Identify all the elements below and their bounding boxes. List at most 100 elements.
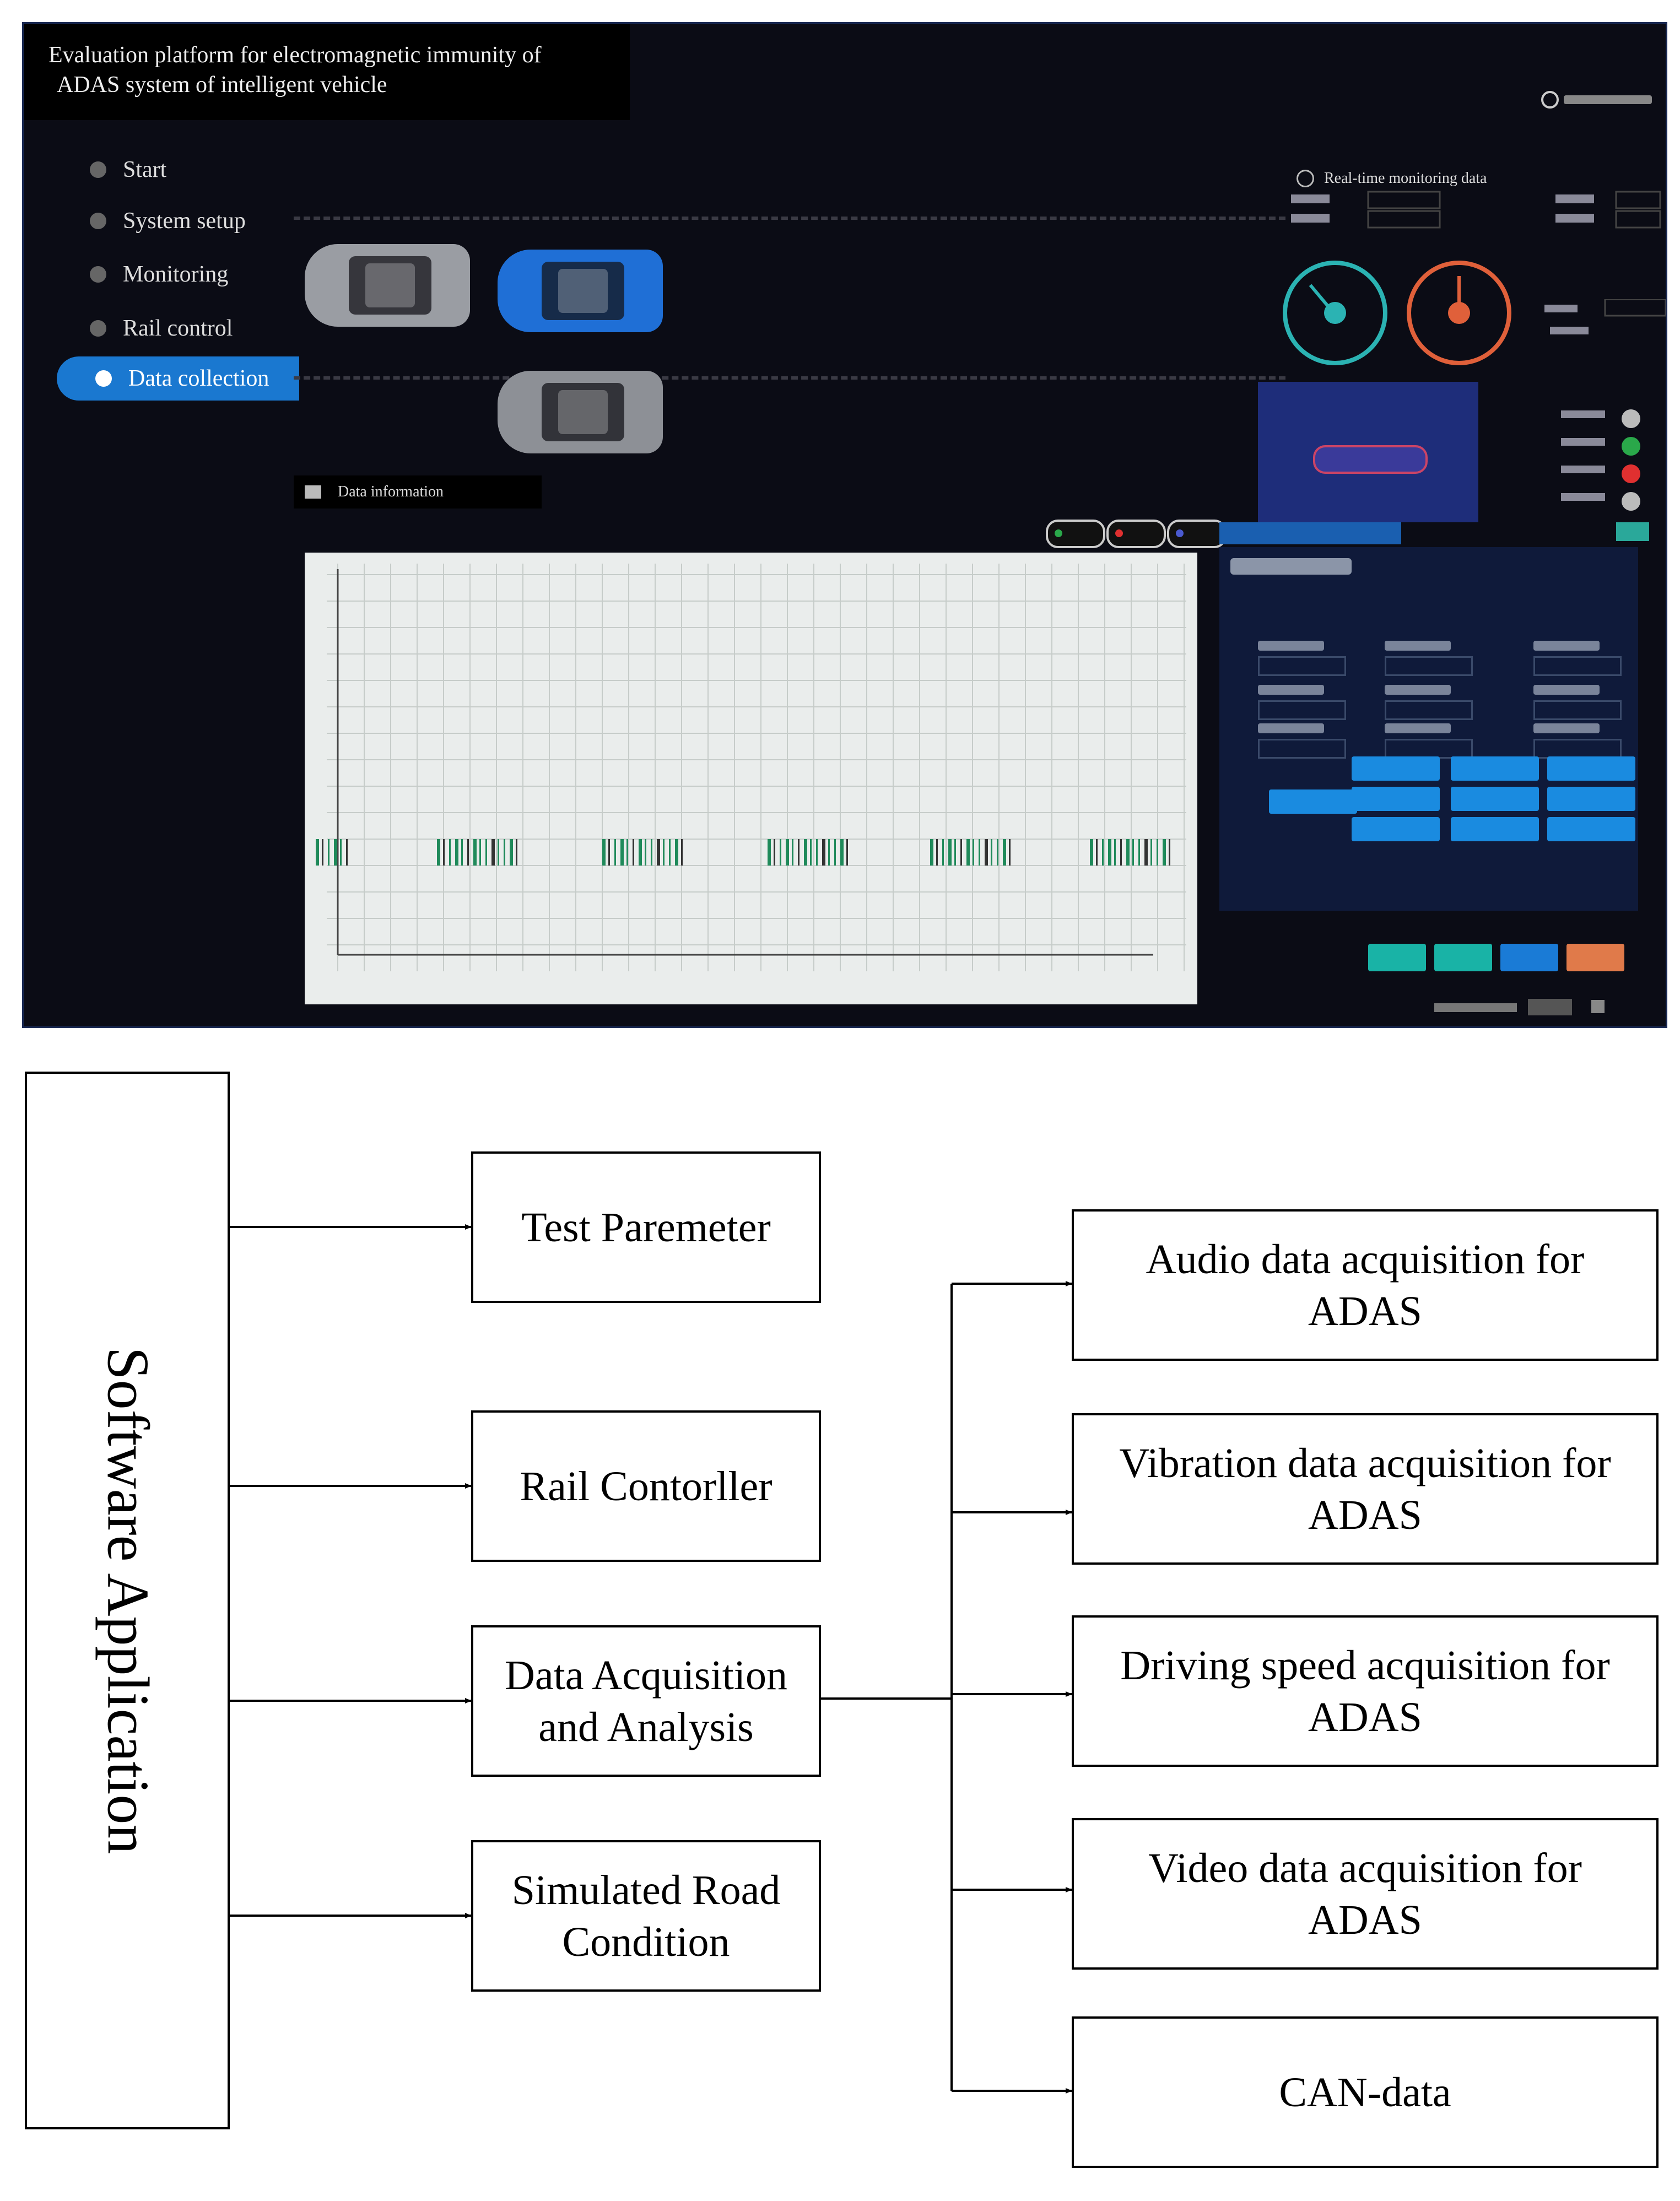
- parameter-input[interactable]: [1385, 739, 1473, 759]
- signal-burst-bar: [681, 839, 683, 866]
- status-indicator-gray: [1622, 492, 1640, 511]
- signal-burst-bar: [774, 839, 775, 866]
- control-button[interactable]: [1451, 756, 1539, 781]
- signal-burst-bar: [602, 839, 606, 866]
- status-toggle[interactable]: [1616, 522, 1649, 541]
- signal-burst-bar: [780, 839, 781, 866]
- signal-burst-bar: [1169, 839, 1170, 866]
- signal-burst-bar: [645, 839, 646, 866]
- signal-burst-bar: [510, 839, 513, 866]
- audio-acquisition-box: Audio data acquisition for ADAS: [1072, 1209, 1659, 1361]
- signal-burst-bar: [334, 839, 337, 866]
- signal-burst-bar: [942, 839, 944, 866]
- data-information-header: Data information: [294, 475, 542, 509]
- signal-burst-bar: [1138, 839, 1140, 866]
- parameter-input[interactable]: [1258, 739, 1346, 759]
- signal-burst-bar: [491, 839, 495, 866]
- realtime-monitoring-label: Real-time monitoring data: [1324, 170, 1487, 187]
- parameter-input[interactable]: [1258, 656, 1346, 676]
- signal-burst-bar: [991, 839, 992, 866]
- action-button-2[interactable]: [1434, 944, 1492, 971]
- signal-burst-bar: [504, 839, 505, 866]
- can-data-box: CAN-data: [1072, 2016, 1659, 2168]
- speed-acquisition-box: Driving speed acquisition for ADAS: [1072, 1615, 1659, 1767]
- monitor-icon: [90, 266, 106, 283]
- field-label: [1258, 641, 1324, 651]
- signal-burst-bar: [1090, 839, 1093, 866]
- simulated-road-box: Simulated Road Condition: [471, 1840, 821, 1992]
- parameter-input[interactable]: [1533, 700, 1622, 720]
- box-label: Simulated Road Condition: [511, 1867, 781, 1965]
- signal-burst-bar: [322, 839, 323, 866]
- nav-item-system-setup[interactable]: System setup: [90, 199, 250, 243]
- signal-burst-bar: [1003, 839, 1006, 866]
- start-pill-button[interactable]: [1046, 520, 1105, 548]
- parameter-input[interactable]: [1385, 700, 1473, 720]
- signal-burst-bar: [792, 839, 793, 866]
- signal-burst-bar: [930, 839, 933, 866]
- lane-marking: [294, 217, 1285, 220]
- nav-label: Rail control: [123, 316, 233, 341]
- signal-burst-bar: [620, 839, 624, 866]
- signal-burst-bar: [1157, 839, 1158, 866]
- chart-icon: [305, 485, 321, 499]
- reset-pill-button[interactable]: [1167, 520, 1227, 548]
- parameter-input[interactable]: [1533, 739, 1622, 759]
- control-button[interactable]: [1269, 789, 1357, 814]
- control-button[interactable]: [1547, 756, 1635, 781]
- signal-burst-bar: [1150, 839, 1152, 866]
- control-button[interactable]: [1352, 787, 1440, 811]
- control-button[interactable]: [1451, 817, 1539, 841]
- action-button-1[interactable]: [1368, 944, 1426, 971]
- signal-burst-bar: [768, 839, 771, 866]
- car-gray: [498, 371, 663, 453]
- nav-label: System setup: [123, 208, 246, 234]
- signal-burst-bar: [1132, 839, 1134, 866]
- nav-item-monitoring[interactable]: Monitoring: [90, 252, 250, 296]
- control-tabs[interactable]: [1219, 522, 1401, 544]
- control-button[interactable]: [1547, 817, 1635, 841]
- parameter-input[interactable]: [1258, 700, 1346, 720]
- box-label: Video data acquisition for ADAS: [1148, 1845, 1582, 1943]
- system-tray: [1434, 993, 1611, 1024]
- preview-button[interactable]: [1313, 445, 1428, 474]
- signal-burst-bar: [455, 839, 458, 866]
- window-title: Evaluation platform for electromagnetic …: [24, 24, 630, 120]
- signal-burst-bar: [328, 839, 329, 866]
- tray-icons: [1434, 999, 1605, 1015]
- signal-burst-bar: [437, 839, 440, 866]
- signal-burst-bar: [633, 839, 634, 866]
- status-indicator-gray: [1622, 409, 1640, 428]
- control-button[interactable]: [1547, 787, 1635, 811]
- control-button[interactable]: [1352, 756, 1440, 781]
- parameter-input[interactable]: [1385, 656, 1473, 676]
- nav-item-data-collection[interactable]: Data collection: [57, 356, 299, 401]
- data-acquisition-box: Data Acquisition and Analysis: [471, 1625, 821, 1777]
- user-menu-icon[interactable]: [1539, 89, 1660, 111]
- signal-burst-bar: [786, 839, 789, 866]
- control-button[interactable]: [1352, 817, 1440, 841]
- control-button[interactable]: [1451, 787, 1539, 811]
- data-icon: [95, 370, 112, 387]
- stop-pill-button[interactable]: [1106, 520, 1166, 548]
- signal-burst-bar: [798, 839, 800, 866]
- signal-burst-bar: [822, 839, 825, 866]
- action-button-3[interactable]: [1500, 944, 1558, 971]
- nav-item-start[interactable]: Start: [90, 148, 250, 192]
- signal-burst-bar: [948, 839, 952, 866]
- field-label: [1533, 641, 1600, 651]
- car-gray: [305, 244, 470, 327]
- window-title-line1: Evaluation platform for electromagnetic …: [48, 42, 542, 68]
- signal-burst-bar: [443, 839, 445, 866]
- action-button-4[interactable]: [1566, 944, 1624, 971]
- signal-burst-bar: [663, 839, 665, 866]
- signal-burst-bar: [960, 839, 962, 866]
- parameter-input[interactable]: [1533, 656, 1622, 676]
- signal-burst-bar: [985, 839, 988, 866]
- nav-item-rail-control[interactable]: Rail control: [90, 306, 250, 350]
- car-blue: [498, 250, 663, 332]
- data-chart-canvas: [316, 564, 1186, 971]
- user-menu[interactable]: [1539, 89, 1660, 115]
- signal-burst-bar: [1144, 839, 1148, 866]
- signal-burst-bar: [516, 839, 517, 866]
